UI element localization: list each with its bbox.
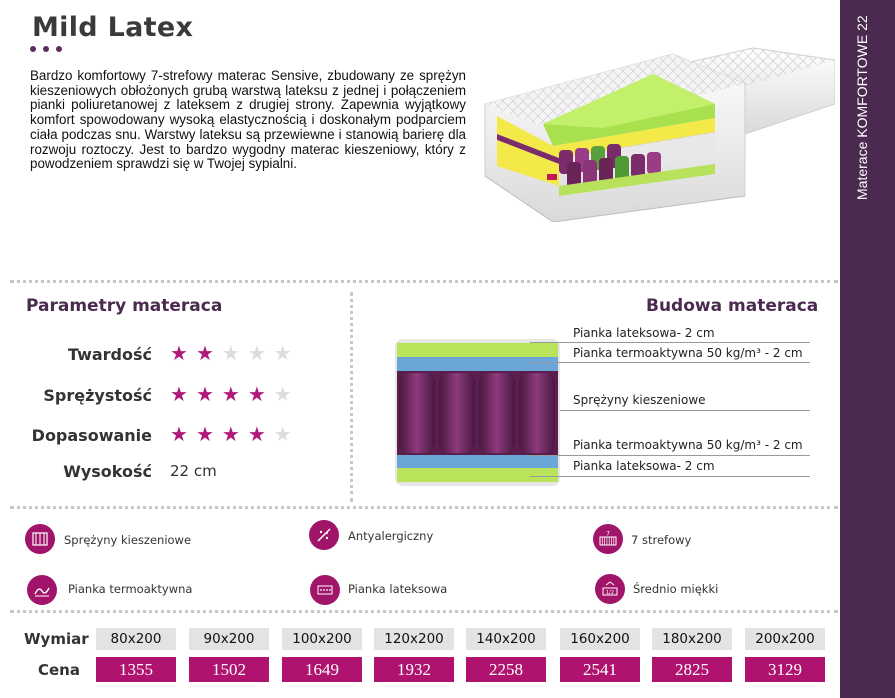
star-filled-icon: ★ [170,341,188,365]
rating-stars-fit: ★ ★ ★ ★ ★ [170,424,292,444]
layer-leader-line [530,455,810,456]
star-empty-icon: ★ [273,422,292,446]
antiallergic-icon [309,520,339,550]
seven-zones-badge: 7 [606,531,610,538]
param-label-height: Wysokość [63,462,152,481]
rating-stars-hardness: ★ ★ ★ ★ ★ [170,343,292,363]
param-label-hardness: Twardość [67,345,152,364]
size-cell: 200x200 [745,628,825,650]
star-empty-icon: ★ [221,341,240,365]
layer-leader-line [530,362,810,363]
layer-label-thermo-top: Pianka termoaktywna 50 kg/m³ - 2 cm [573,346,803,360]
section-divider [10,280,838,283]
feature-label: 7 strefowy [631,533,692,547]
feature-label: Sprężyny kieszeniowe [64,533,192,547]
product-description: Bardzo komfortowy 7-strefowy materac Sen… [30,68,466,172]
price-cell: 2825 [652,657,732,682]
layer-leader-line [530,342,810,343]
column-divider [350,292,353,502]
size-cell: 120x200 [374,628,454,650]
size-cell: 180x200 [652,628,732,650]
price-cell: 1649 [282,657,362,682]
price-cell: 1932 [374,657,454,682]
param-label-fit: Dopasowanie [31,426,152,445]
feature-label: Średnio miękki [633,582,719,596]
mattress-layers-diagram [395,339,560,486]
layer-label-latex-bottom: Pianka lateksowa- 2 cm [573,459,715,473]
star-filled-icon: ★ [195,382,214,406]
product-title: Mild Latex [32,12,194,43]
star-filled-icon: ★ [247,422,266,446]
pocket-springs-icon [25,524,55,554]
star-empty-icon: ★ [273,382,292,406]
section-divider [10,610,838,613]
parameters-heading: Parametry materaca [26,296,223,316]
pocket-springs-render [559,144,661,188]
medium-soft-icon: 1/2 [595,574,625,604]
size-cell: 140x200 [466,628,546,650]
layer-label-latex-top: Pianka lateksowa- 2 cm [573,326,715,340]
layer-leader-line [530,476,810,477]
size-cell: 100x200 [282,628,362,650]
star-filled-icon: ★ [170,422,188,446]
construction-heading: Budowa materaca [646,296,819,316]
price-row-label: Cena [38,661,80,679]
star-filled-icon: ★ [221,382,240,406]
star-filled-icon: ★ [195,422,214,446]
seven-zones-icon: 7 [593,524,623,554]
sidebar-banner: Materace KOMFORTOWE 22 [840,0,895,698]
price-cell: 2541 [560,657,640,682]
price-cell: 1502 [189,657,269,682]
param-value-height: 22 cm [170,462,217,480]
star-filled-icon: ★ [170,382,188,406]
price-cell: 1355 [96,657,176,682]
price-cell: 3129 [745,657,825,682]
section-divider [10,506,838,509]
rating-stars-elasticity: ★ ★ ★ ★ ★ [170,384,292,404]
feature-label: Pianka termoaktywna [68,582,193,596]
mattress-cutaway-image [484,47,835,222]
star-empty-icon: ★ [273,341,292,365]
layer-label-thermo-bottom: Pianka termoaktywna 50 kg/m³ - 2 cm [573,438,803,452]
star-filled-icon: ★ [221,422,240,446]
price-cell: 2258 [466,657,546,682]
feature-label: Pianka lateksowa [348,582,448,596]
star-empty-icon: ★ [247,341,266,365]
feature-label: Antyalergiczny [348,529,434,543]
star-filled-icon: ★ [195,341,214,365]
size-cell: 160x200 [560,628,640,650]
layer-leader-line [560,410,810,411]
layer-label-springs: Sprężyny kieszeniowe [573,393,706,407]
param-label-elasticity: Sprężystość [43,386,152,405]
latex-foam-icon [310,575,340,605]
size-row-label: Wymiar [24,630,89,648]
size-cell: 80x200 [96,628,176,650]
sidebar-category-text: Materace KOMFORTOWE 22 [854,15,870,200]
size-cell: 90x200 [189,628,269,650]
medium-soft-badge: 1/2 [606,590,614,596]
star-filled-icon: ★ [247,382,266,406]
title-dots-decoration [30,46,62,52]
thermoactive-foam-icon [27,575,57,605]
